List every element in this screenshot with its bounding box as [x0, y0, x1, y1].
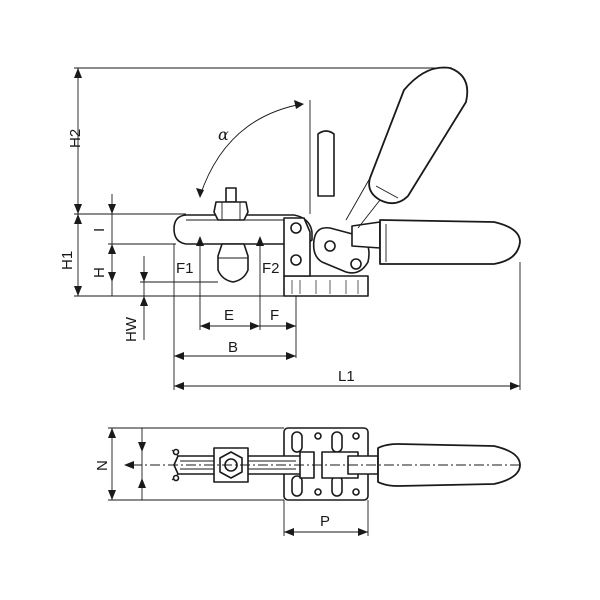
lever-bar [351, 221, 381, 249]
slot-4 [331, 475, 343, 497]
pivot-upper [290, 222, 302, 234]
label-i: I [91, 228, 108, 232]
stop-post [317, 130, 335, 197]
label-h: H [91, 267, 108, 278]
pressure-head [217, 243, 249, 283]
label-p: P [320, 513, 330, 530]
label-h1: H1 [59, 251, 76, 270]
label-f: F [270, 307, 279, 324]
slot-3 [291, 475, 303, 497]
side-view: α F1 F2 H2 H1 I H [59, 66, 521, 390]
hole-2 [314, 488, 322, 496]
label-b: B [228, 339, 238, 356]
label-f1: F1 [176, 260, 194, 277]
handle-grip-open [368, 66, 469, 205]
toggle-pivot-b [350, 258, 362, 270]
spindle [213, 187, 249, 221]
label-h2: H2 [67, 129, 84, 148]
handle-grip-closed [379, 219, 521, 265]
slot-2 [331, 431, 343, 453]
force-arrow-f2 [256, 236, 264, 246]
base-plate [283, 275, 369, 297]
label-l1: L1 [338, 368, 355, 385]
hole-1 [314, 432, 322, 440]
label-alpha: α [218, 125, 229, 144]
top-view: N P [94, 427, 521, 536]
label-hw: HW [123, 316, 140, 342]
pivot-lower [290, 254, 302, 266]
label-e: E [224, 307, 234, 324]
toggle-pivot-a [324, 240, 336, 252]
slot-1 [291, 431, 303, 453]
label-f2: F2 [262, 260, 280, 277]
force-arrow-f1 [196, 236, 204, 246]
label-n: N [94, 460, 111, 471]
angle-arc [199, 103, 303, 197]
